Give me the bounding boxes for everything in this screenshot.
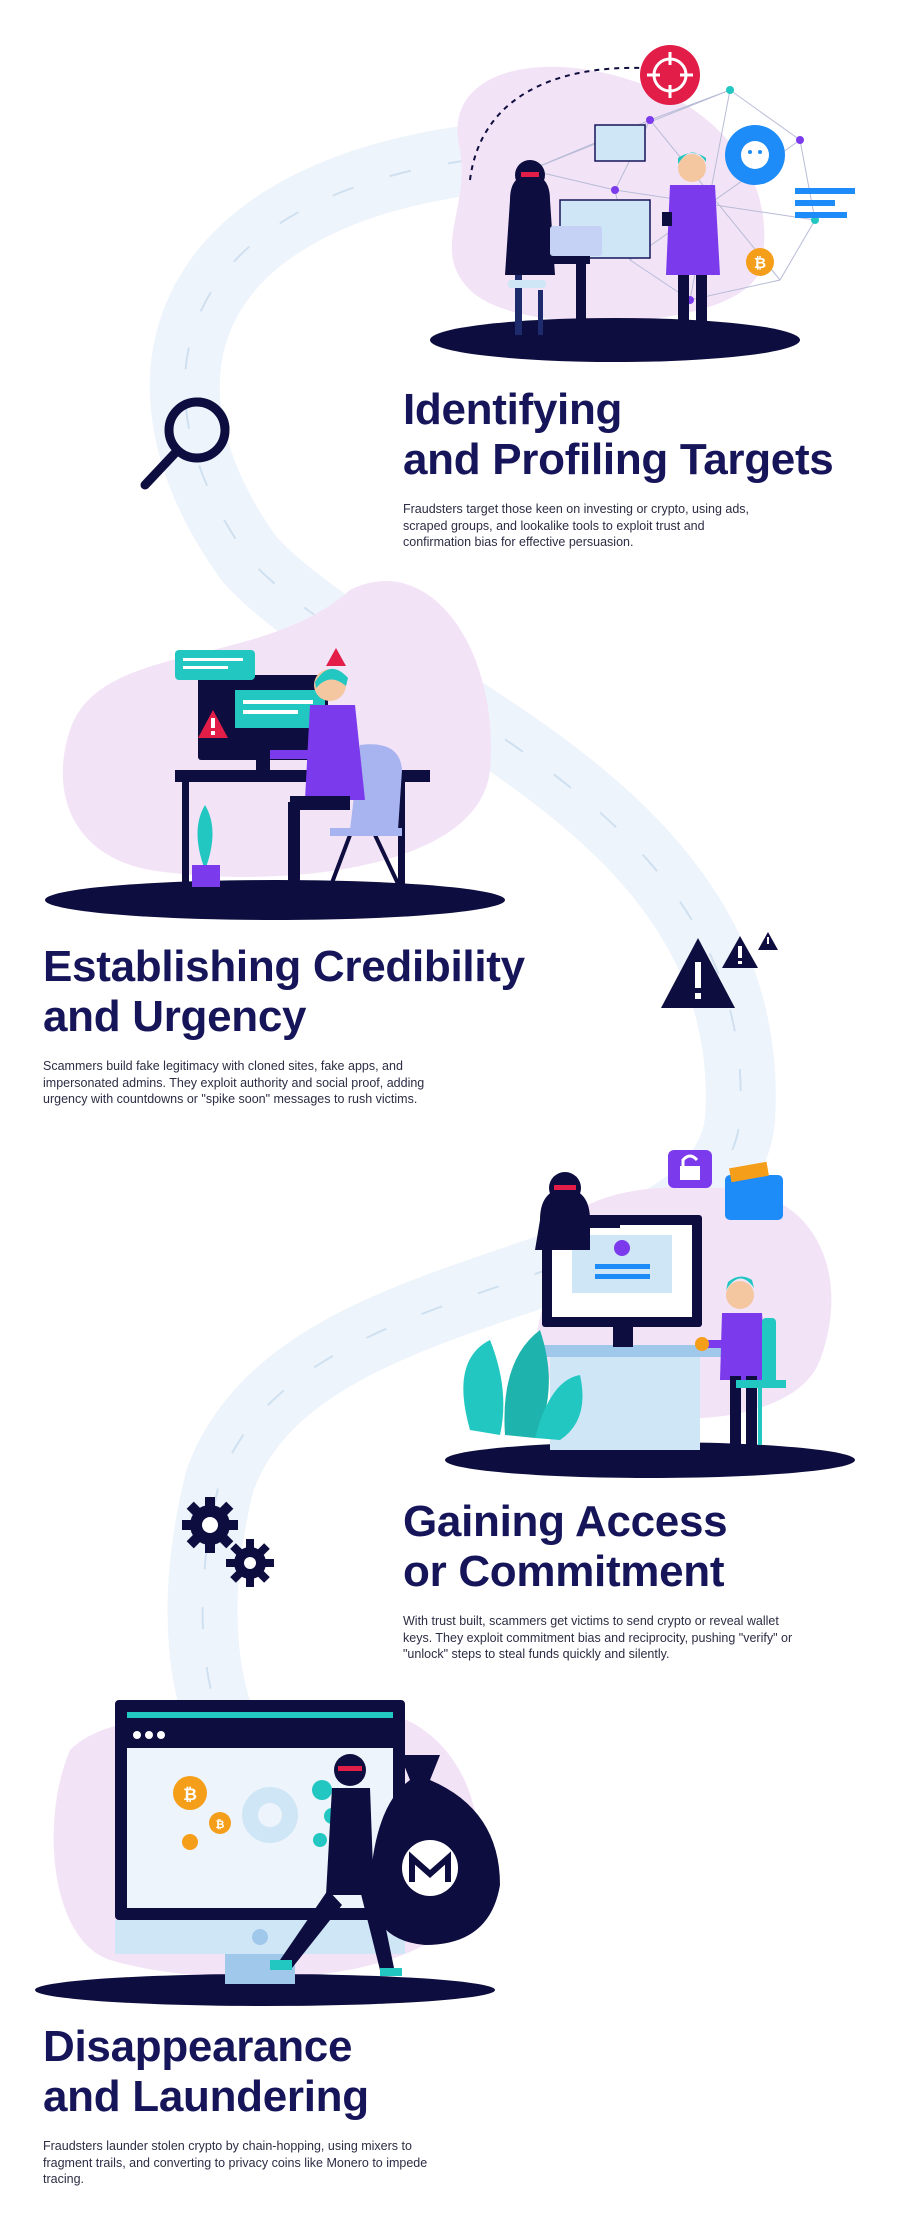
step-title: Identifying and Profiling Targets — [403, 385, 843, 485]
step-description: Fraudsters launder stolen crypto by chai… — [43, 2139, 428, 2186]
profiling-illustration: ₿ — [430, 45, 855, 362]
step-title: Disappearance and Laundering — [43, 2022, 503, 2122]
step-title: Gaining Access or Commitment — [403, 1497, 843, 1597]
step-credibility: Establishing Credibility and Urgency Sca… — [43, 942, 543, 1108]
monero-icon — [370, 1755, 500, 1945]
svg-text:₿: ₿ — [754, 254, 766, 272]
access-illustration — [445, 1150, 855, 1478]
title-line-2: and Profiling Targets — [403, 435, 834, 484]
warning-icon — [661, 932, 778, 1008]
magnifier-icon — [140, 397, 230, 490]
title-line-2: or Commitment — [403, 1547, 725, 1596]
title-line-2: and Laundering — [43, 2072, 369, 2121]
credibility-illustration — [45, 581, 505, 920]
step-access: Gaining Access or Commitment With trust … — [403, 1497, 843, 1663]
face-scan-icon — [725, 125, 785, 185]
svg-text:₿: ₿ — [216, 1818, 225, 1831]
laundering-illustration: ₿ ₿ — [35, 1700, 500, 2006]
title-line-1: Establishing Credibility — [43, 942, 525, 991]
step-description: With trust built, scammers get victims t… — [403, 1614, 793, 1661]
step-laundering: Disappearance and Laundering Fraudsters … — [43, 2022, 503, 2188]
step-title: Establishing Credibility and Urgency — [43, 942, 543, 1042]
title-line-2: and Urgency — [43, 992, 307, 1041]
step-description: Fraudsters target those keen on investin… — [403, 502, 750, 549]
padlock-icon — [668, 1150, 712, 1188]
wallet-icon — [725, 1161, 783, 1220]
step-description: Scammers build fake legitimacy with clon… — [43, 1059, 425, 1106]
title-line-1: Gaining Access — [403, 1497, 728, 1546]
title-line-1: Identifying — [403, 385, 623, 434]
svg-text:₿: ₿ — [183, 1785, 197, 1805]
step-identifying: Identifying and Profiling Targets Frauds… — [403, 385, 843, 551]
target-icon — [640, 45, 700, 105]
bitcoin-icon: ₿ — [746, 248, 774, 276]
gears-icon — [182, 1497, 274, 1587]
title-line-1: Disappearance — [43, 2022, 353, 2071]
